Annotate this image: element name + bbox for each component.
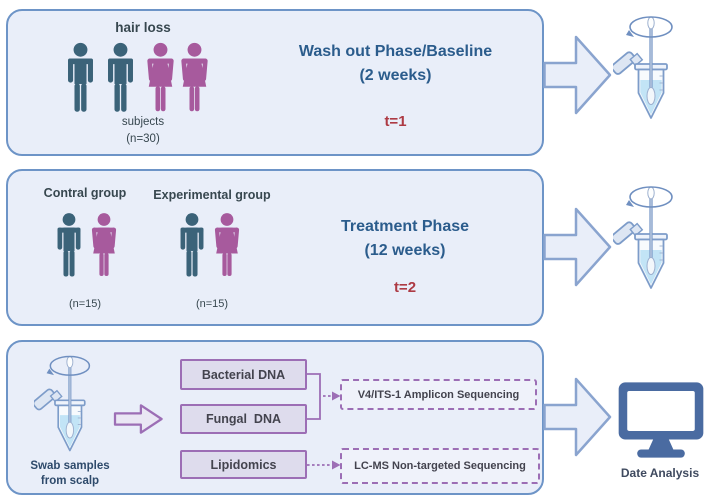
phase-title-line: Treatment Phase	[340, 218, 470, 235]
lcms-sequencing-box: LC-MS Non-targeted Sequencing	[340, 448, 540, 484]
block-arrow-right-icon	[543, 377, 613, 457]
swab-tube-icon	[613, 10, 685, 126]
experimental-group-label: Experimental group	[153, 188, 271, 202]
subjects-count: (n=30)	[126, 133, 160, 145]
treatment-panel: Contral group Experimental group (n=15) …	[6, 169, 544, 326]
purple-arrow-right-icon	[112, 403, 166, 435]
male-person-icon	[52, 210, 86, 280]
connector-arrows	[307, 373, 341, 470]
amplicon-sequencing-box: V4/ITS-1 Amplicon Sequencing	[340, 379, 537, 410]
cohort-title: hair loss	[115, 20, 171, 35]
block-arrow-right-icon	[543, 207, 613, 287]
female-person-icon	[176, 41, 213, 114]
bacterial-dna-box: Bacterial DNA	[180, 359, 307, 390]
subjects-figures	[62, 41, 213, 114]
monitor-icon	[617, 381, 705, 459]
swab-sample-label: Swab samples from scalp	[30, 460, 110, 487]
control-group-figures	[52, 210, 121, 280]
data-analysis-label: Date Analysis	[620, 466, 700, 480]
timepoint-label: t=1	[384, 113, 407, 130]
subjects-label: subjects	[121, 116, 165, 128]
washout-panel: hair loss subjects (n=30) Wash out Phase…	[6, 9, 544, 156]
male-person-icon	[175, 210, 209, 280]
control-group-label: Contral group	[43, 186, 127, 200]
phase-duration-line: (2 weeks)	[359, 67, 432, 84]
phase-duration-line: (12 weeks)	[364, 242, 446, 259]
experimental-group-count: (n=15)	[195, 298, 229, 310]
phase-title-line: Wash out Phase/Baseline	[298, 43, 493, 60]
swab-tube-icon	[613, 180, 685, 296]
male-person-icon	[62, 41, 99, 114]
phase-heading: Treatment Phase (12 weeks)	[270, 215, 540, 263]
fungal-dna-box: Fungal DNA	[180, 404, 307, 434]
control-group-count: (n=15)	[68, 298, 102, 310]
male-person-icon	[102, 41, 139, 114]
female-person-icon	[210, 210, 244, 280]
female-person-icon	[87, 210, 121, 280]
block-arrow-right-icon	[543, 35, 613, 115]
swab-tube-icon	[34, 350, 102, 458]
phase-heading: Wash out Phase/Baseline (2 weeks)	[253, 40, 538, 88]
lipidomics-box: Lipidomics	[180, 450, 307, 479]
analysis-panel: Swab samples from scalp Bacterial DNA Fu…	[6, 340, 544, 495]
female-person-icon	[142, 41, 179, 114]
timepoint-label: t=2	[393, 279, 417, 296]
experimental-group-figures	[175, 210, 244, 280]
